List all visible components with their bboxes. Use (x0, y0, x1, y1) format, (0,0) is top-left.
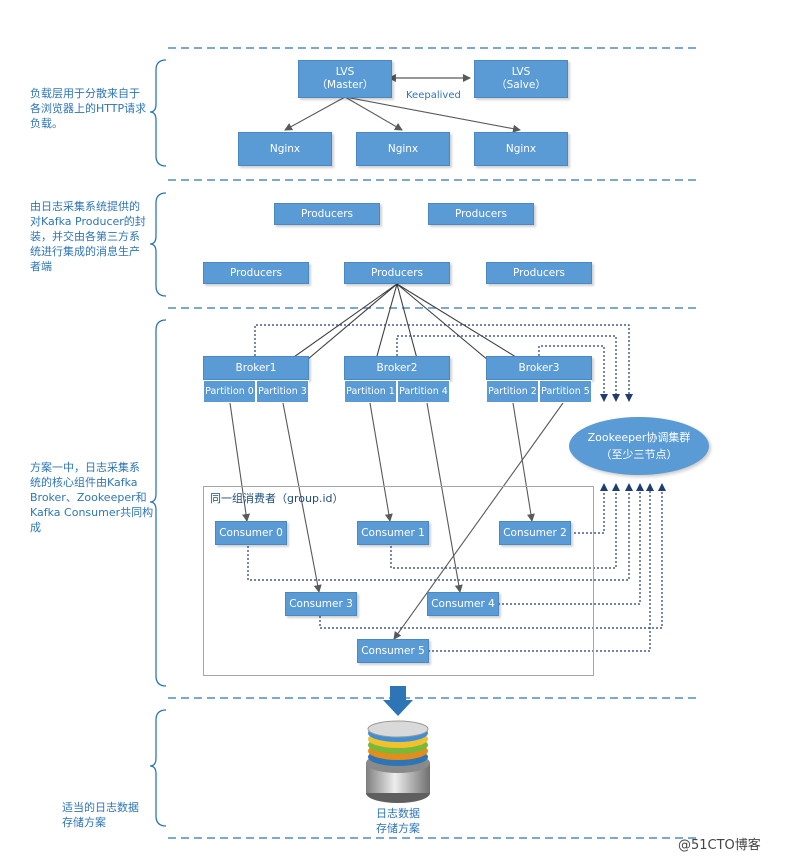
partition-3[interactable]: Partition 3 (256, 380, 309, 403)
keepalived-label: Keepalived (406, 90, 461, 101)
section-braces (149, 59, 167, 827)
nginx-node[interactable]: Nginx (238, 132, 332, 166)
note-line: Kafka Consumer共同构 (30, 506, 154, 519)
lvs-master[interactable]: LVS （Master） (298, 60, 392, 98)
note-line: 由日志采集系统提供的 (30, 200, 140, 213)
watermark: @51CTO博客 (678, 838, 761, 853)
note-line: 各浏览器上的HTTP请求 (30, 102, 147, 115)
consumer-group-label: 同一组消费者（group.id） (210, 492, 344, 505)
note-line: Broker、Zookeeper和 (30, 491, 147, 504)
partition-4[interactable]: Partition 4 (397, 380, 450, 403)
consumer-3[interactable]: Consumer 3 (285, 592, 357, 616)
note-line: 装，并交由各第三方系 (30, 230, 140, 243)
lvs-master-title: LVS (335, 66, 355, 78)
lvs-slave[interactable]: LVS （Salve） (474, 60, 568, 98)
consumer-4[interactable]: Consumer 4 (427, 592, 499, 616)
partition-0[interactable]: Partition 0 (203, 380, 256, 403)
storage-label: 日志数据 存储方案 (362, 806, 434, 836)
producers-node[interactable]: Producers (486, 262, 592, 284)
nginx-node[interactable]: Nginx (474, 132, 568, 166)
down-arrow (383, 686, 413, 716)
zookeeper-subtitle: （至少三节点） (600, 448, 678, 461)
note-line: 方案一中，日志采集系 (30, 461, 140, 474)
zookeeper-cluster[interactable]: Zookeeper协调集群 （至少三节点） (569, 417, 709, 475)
consumer-0[interactable]: Consumer 0 (215, 521, 287, 545)
note-line: 统进行集成的消息生产 (30, 245, 140, 258)
consumer-group-box (203, 486, 594, 676)
nginx-node[interactable]: Nginx (356, 132, 450, 166)
zookeeper-title: Zookeeper协调集群 (587, 431, 691, 444)
note-storage: 适当的日志数据 存储方案 (62, 800, 139, 830)
note-line: 负载。 (30, 117, 63, 130)
note-line: 对Kafka Producer的封 (30, 215, 146, 228)
producers-node[interactable]: Producers (203, 262, 309, 284)
partition-1[interactable]: Partition 1 (344, 380, 397, 403)
storage-label-line: 存储方案 (376, 822, 420, 835)
note-line: 统的核心组件由Kafka (30, 476, 138, 489)
lvs-slave-title: LVS (511, 66, 531, 78)
producers-node[interactable]: Producers (428, 203, 534, 225)
note-core-components: 方案一中，日志采集系 统的核心组件由Kafka Broker、Zookeeper… (30, 460, 153, 535)
consumer-5[interactable]: Consumer 5 (357, 639, 429, 663)
note-line: 成 (30, 521, 41, 534)
consumer-2[interactable]: Consumer 2 (499, 521, 571, 545)
partition-2[interactable]: Partition 2 (486, 380, 539, 403)
note-load-balancer: 负载层用于分散来自于 各浏览器上的HTTP请求 负载。 (30, 86, 146, 131)
partition-5[interactable]: Partition 5 (539, 380, 592, 403)
note-line: 适当的日志数据 (62, 801, 139, 814)
consumer-1[interactable]: Consumer 1 (357, 521, 429, 545)
note-line: 者端 (30, 260, 52, 273)
note-line: 负载层用于分散来自于 (30, 87, 140, 100)
note-log-collection: 由日志采集系统提供的 对Kafka Producer的封 装，并交由各第三方系 … (30, 199, 146, 274)
lvs-master-role: （Master） (316, 79, 374, 91)
broker-1[interactable]: Broker1 (203, 356, 309, 380)
storage-label-line: 日志数据 (376, 807, 420, 820)
broker-3[interactable]: Broker3 (486, 356, 592, 380)
producers-node[interactable]: Producers (344, 262, 450, 284)
note-line: 存储方案 (62, 816, 106, 829)
producers-node[interactable]: Producers (274, 203, 380, 225)
section-dividers (168, 47, 700, 839)
broker-2[interactable]: Broker2 (344, 356, 450, 380)
lvs-slave-role: （Salve） (496, 79, 546, 91)
database-icon (366, 720, 430, 803)
